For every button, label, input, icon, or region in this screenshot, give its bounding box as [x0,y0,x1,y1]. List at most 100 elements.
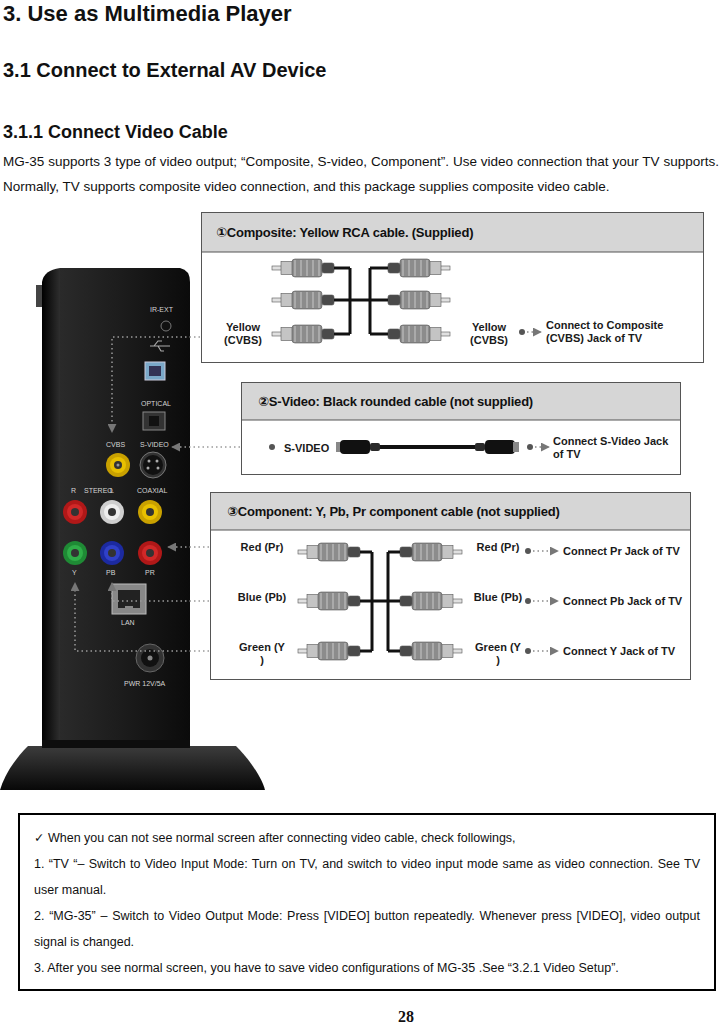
s-video-plug [370,443,380,451]
rca-plug [339,643,340,659]
rca-plug [421,544,422,560]
s-video-plug [340,440,370,454]
rca-plug [333,643,334,659]
dotted-arrow [535,446,549,448]
rca-plug [429,262,441,275]
rca-plug [421,260,422,276]
rca-plug [433,643,434,659]
rca-plug [307,292,308,308]
jack-label: S-VIDEO [140,441,169,449]
panel-background [210,492,691,680]
rca-plug [412,642,442,660]
subsection-heading: 3.1.1 Connect Video Cable [3,121,228,143]
rca-plug [295,326,296,342]
rca-plug [421,326,422,342]
rca-plug [345,593,346,609]
rca-plug [313,260,314,276]
s-video-plug [475,443,485,451]
rca-plug [327,544,328,560]
rca-plug [298,543,360,561]
rca-plug [298,599,308,603]
rca-plug [388,329,400,339]
usb-port [149,366,161,376]
panel-background [210,492,691,680]
rca-plug [327,643,328,659]
rca-plug [339,544,340,560]
usb-port [145,362,165,380]
cable-label: Connect to Composite (CVBS) Jack of TV [546,319,696,345]
rca-plug [295,260,296,276]
dotted-arrow [533,600,558,602]
lan-port [125,606,133,610]
rca-plug [427,326,428,342]
rca-plug [409,260,410,276]
cvbs-jack [117,464,120,467]
rca-plug [319,292,320,308]
jack-label: PWR 12V/5A [124,680,165,688]
rca-plug [319,326,320,342]
rca-plug [400,325,430,343]
rca-plug [452,599,462,603]
cable-wire [360,600,372,603]
rca-plug [313,292,314,308]
rca-plug [400,642,462,660]
rca-plug [433,593,434,609]
cvbs-jack [106,453,130,477]
rca-plug [403,260,404,276]
rca-plug [415,643,416,659]
pr-jack [138,541,162,565]
rca-plug [441,595,453,608]
audio-r-jack [71,508,79,516]
cvbs-jack [110,457,126,473]
rca-plug [421,292,422,308]
jack-label: Y [72,569,77,577]
rca-plug [321,544,322,560]
lan-port [112,584,146,614]
cable-wire [360,551,372,554]
rca-plug [307,260,308,276]
s-video-jack [143,455,163,475]
rca-plug [427,292,428,308]
jack-label: R [71,487,76,495]
rca-plug [281,262,293,275]
rca-plug [440,332,450,336]
leader-line [75,337,240,651]
s-video-plug [485,440,515,454]
s-video-jack [156,460,159,463]
rca-plug [322,329,334,339]
cable-label: Green (Y ) [237,641,287,667]
cable-label: Green (Y ) [473,641,523,667]
rca-plug [272,266,282,270]
rca-plug [307,546,319,559]
rca-plug [295,292,296,308]
rca-plug [272,325,334,343]
rca-plug [333,593,334,609]
device-tower [42,268,60,748]
cable-wire [388,600,400,603]
s-video-jack [157,467,160,470]
pb-jack [100,541,124,565]
rca-plug [318,642,348,660]
power-jack [136,644,164,672]
coaxial-jack [146,508,154,516]
cable-wire [370,267,388,270]
rca-plug [281,328,293,341]
rca-plug [400,646,412,656]
pr-jack [138,541,162,565]
rca-plug [281,294,293,307]
panel-background [201,252,704,253]
audio-l-jack [104,504,120,520]
rca-plug [400,592,462,610]
rca-plug [429,294,441,307]
rca-plug [433,544,434,560]
device-stand [0,746,265,790]
rca-plug [292,325,322,343]
jack-label: PR [145,569,155,577]
audio-l-jack [108,508,116,516]
rca-plug [441,645,453,658]
rca-plug [292,291,322,309]
usb-symbol [150,341,170,351]
coaxial-jack [138,500,162,524]
panel-background [241,382,681,420]
